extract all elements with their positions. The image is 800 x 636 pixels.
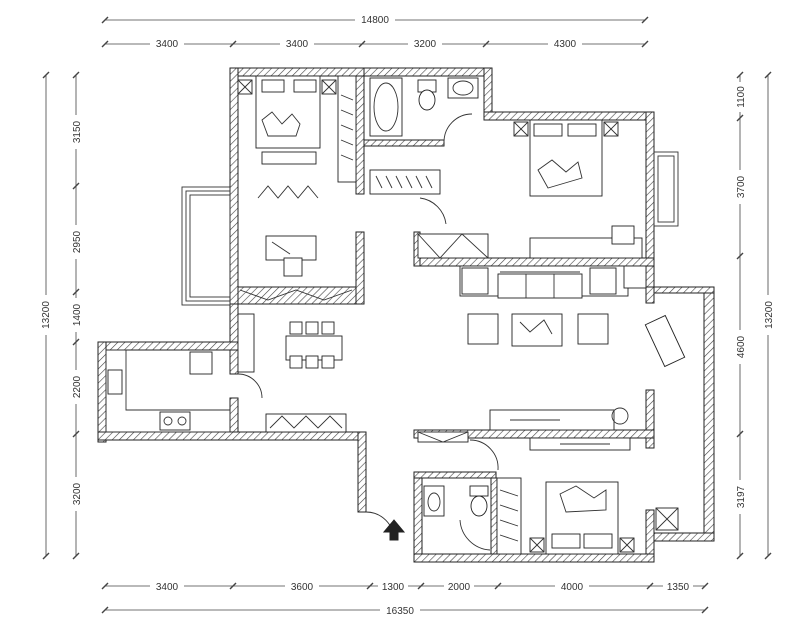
bottom-bedroom-tv-cabinet [529, 437, 631, 451]
master-bottom-cabinet [239, 289, 353, 301]
living-side-cabinet [237, 313, 255, 373]
walls [97, 67, 715, 563]
top-segment-4: 4300 [554, 39, 577, 50]
right-bay-window [653, 151, 679, 227]
door-swing-bottom-bath [459, 519, 491, 551]
bottom-segment-3: 1300 [382, 582, 405, 593]
master-desk [265, 235, 317, 277]
bottom-segment-5: 4000 [561, 582, 584, 593]
bathtub [369, 77, 403, 137]
left-segment-3: 1400 [72, 303, 83, 326]
bottom-segment-4: 2000 [448, 582, 471, 593]
basin-top [447, 77, 479, 99]
top-segment-1: 3400 [156, 39, 179, 50]
balcony-washer [655, 507, 679, 531]
armchairs [467, 313, 609, 347]
left-segment-5: 3200 [72, 482, 83, 505]
left-dimension-chain: 13200 3150 2950 1400 2200 3200 [38, 71, 83, 560]
top-segment-3: 3200 [414, 39, 437, 50]
lounge-chair [644, 314, 686, 368]
left-segment-1: 3150 [72, 120, 83, 143]
entrance-arrow-icon [382, 519, 406, 541]
master-window-glass [257, 185, 319, 199]
bottom-segment-2: 3600 [291, 582, 314, 593]
bottom-basin [423, 485, 445, 517]
sofa [497, 273, 583, 299]
left-segment-4: 2200 [72, 375, 83, 398]
bottom-segment-1: 3400 [156, 582, 179, 593]
entry-cabinet [265, 413, 347, 433]
right-segment-3: 4600 [736, 335, 747, 358]
door-swing-kitchen [237, 373, 263, 399]
left-total-label: 13200 [41, 301, 52, 329]
right-bedroom-wardrobe [417, 233, 489, 259]
wardrobe-master [337, 75, 357, 183]
bottom-door-cabinet [417, 431, 469, 443]
top-dimension-chain: 14800 3400 3400 3200 4300 [101, 12, 649, 50]
door-swing-bed3 [469, 439, 499, 471]
top-segment-2: 3400 [286, 39, 309, 50]
door-swing-bath [443, 113, 473, 143]
door-swing-bed2 [419, 197, 447, 225]
right-segment-4: 3197 [736, 485, 747, 508]
right-segment-1: 1100 [736, 86, 747, 108]
bottom-toilet [469, 485, 489, 517]
dining-table [285, 321, 343, 369]
shoe-cabinet [369, 169, 441, 195]
bottom-dimension-chain: 3400 3600 1300 2000 4000 1350 16350 [101, 580, 709, 617]
bottom-segment-6: 1350 [667, 582, 690, 593]
right-segment-2: 3700 [736, 175, 747, 198]
right-dimension-chain: 1100 3700 4600 3197 13200 [733, 71, 775, 560]
left-balcony [181, 186, 231, 306]
bottom-wardrobe [496, 477, 522, 555]
right-bedroom-desk [529, 225, 643, 259]
right-total-label: 13200 [764, 301, 775, 329]
toilet-top [417, 79, 437, 111]
right-bed [513, 119, 619, 197]
top-total-label: 14800 [361, 15, 389, 26]
kitchen-counter [105, 349, 231, 433]
left-segment-2: 2950 [72, 230, 83, 253]
bottom-bed [529, 481, 635, 555]
bottom-total-label: 16350 [386, 606, 414, 617]
tv-stand [489, 407, 629, 431]
master-bed [237, 75, 337, 165]
